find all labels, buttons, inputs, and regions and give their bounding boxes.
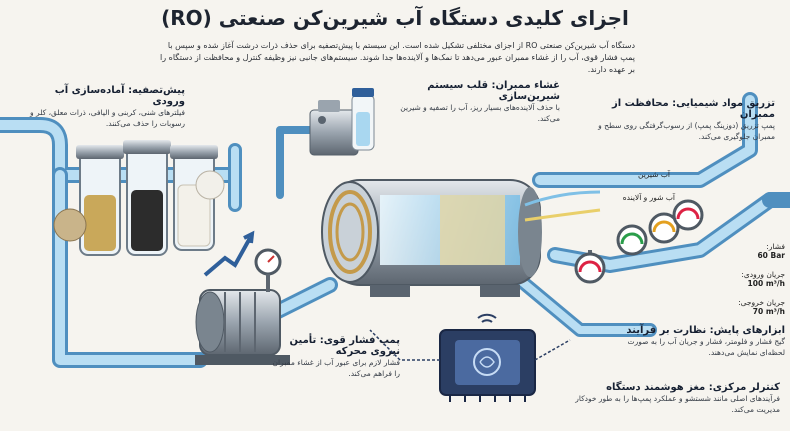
- outflow-value: 70 m³/h: [752, 307, 785, 316]
- instruments-callout: ابزارهای پایش: نظارت بر فرآیند گیج فشار …: [600, 325, 785, 358]
- monitoring-gauges: [574, 199, 704, 284]
- instruments-body: گیج فشار و فلومتر، فشار و جریان آب را به…: [627, 337, 785, 357]
- page-title: اجزای کلیدی دستگاه آب شیرین‌کن صنعتی (RO…: [161, 6, 629, 30]
- central-controller-chip: [369, 313, 571, 402]
- chemical-body: پمپ تزریق (دوزینگ پمپ) از رسوب‌گرفتگی رو…: [598, 121, 775, 141]
- pressure-value: 60 Bar: [757, 251, 785, 260]
- brine-label: آب شور و آلاینده: [622, 193, 675, 202]
- membrane-body: با حذف آلاینده‌های بسیار ریز، آب را تصفی…: [400, 103, 560, 123]
- controller-callout: کنترلر مرکزی: مغز هوشمند دستگاه فرآیندها…: [565, 382, 780, 415]
- membrane-heading: غشاء ممبران: قلب سیستم شیرین‌سازی: [427, 80, 560, 102]
- inflow-value: 100 m³/h: [747, 279, 785, 288]
- product-streams: [524, 190, 601, 222]
- chemical-callout: تزریق مواد شیمیایی: محافظت از ممبران پمپ…: [580, 98, 775, 142]
- pretreatment-filters: [53, 140, 225, 256]
- high-pressure-pump: [195, 248, 290, 365]
- pump-body: فشار لازم برای عبور آب از غشاء ممبران را…: [272, 358, 400, 378]
- inflow-reading: جریان ورودی: 100 m³/h: [700, 270, 785, 288]
- outflow-reading: جریان خروجی: 70 m³/h: [700, 298, 785, 316]
- inflow-label: جریان ورودی:: [741, 270, 785, 279]
- fresh-water-label: آب شیرین: [637, 170, 670, 179]
- pretreatment-body: فیلترهای شنی، کربنی و الیافی، ذرات معلق،…: [30, 108, 185, 128]
- controller-heading: کنترلر مرکزی: مغز هوشمند دستگاه: [606, 382, 780, 393]
- ro-membrane-vessel: [321, 179, 542, 297]
- pressure-label: فشار:: [766, 242, 785, 251]
- outflow-label: جریان خروجی:: [738, 298, 785, 307]
- controller-body: فرآیندهای اصلی مانند شستشو و عملکرد پمپ‌…: [575, 394, 780, 414]
- pump-heading: پمپ فشار قوی: تأمین نیروی محرکه: [289, 335, 401, 357]
- pressure-rise-arrows: [203, 230, 255, 277]
- instruments-heading: ابزارهای پایش: نظارت بر فرآیند: [626, 325, 785, 336]
- pretreatment-callout: پیش‌تصفیه: آماده‌سازی آب ورودی فیلترهای …: [20, 85, 185, 129]
- intro-paragraph: دستگاه آب شیرین‌کن صنعتی RO از اجزای مخت…: [160, 41, 635, 74]
- pressure-reading: فشار: 60 Bar: [700, 242, 785, 260]
- chemical-heading: تزریق مواد شیمیایی: محافظت از ممبران: [612, 98, 775, 120]
- pretreatment-heading: پیش‌تصفیه: آماده‌سازی آب ورودی: [54, 85, 185, 107]
- membrane-callout: غشاء ممبران: قلب سیستم شیرین‌سازی با حذف…: [385, 80, 560, 124]
- dosing-station: [309, 88, 375, 156]
- pump-callout: پمپ فشار قوی: تأمین نیروی محرکه فشار لاز…: [265, 335, 400, 379]
